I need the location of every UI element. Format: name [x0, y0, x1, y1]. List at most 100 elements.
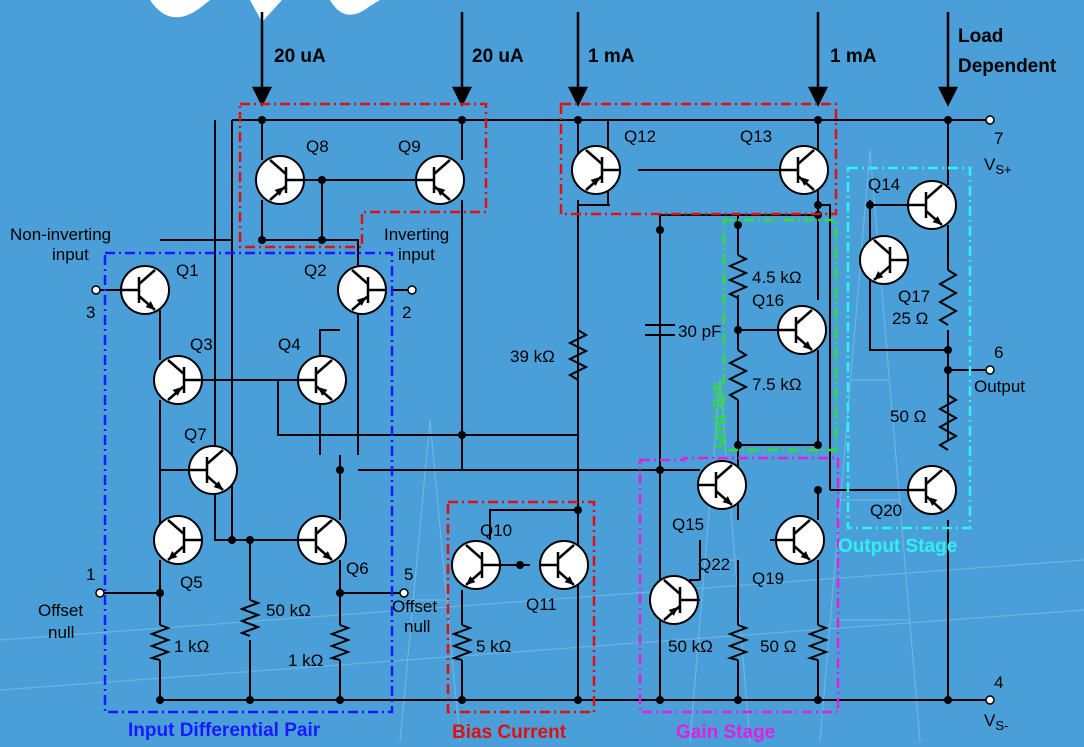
- component-labels: 39 kΩ 30 pF 4.5 kΩ 7.5 kΩ 25 Ω 50 Ω 50 k…: [174, 268, 928, 670]
- current-label-4: 1 mA: [830, 46, 877, 67]
- transistor-q3: [153, 355, 203, 405]
- resistor-25: [937, 269, 959, 326]
- label-q11: Q11: [526, 595, 557, 614]
- resistor-7-5k: [727, 349, 749, 401]
- label-4-5k: 4.5 kΩ: [752, 268, 802, 287]
- label-q9: Q9: [398, 137, 421, 156]
- offset5-label-1: Offset: [392, 597, 437, 616]
- resistor-50k-in: [239, 599, 261, 637]
- label-q13: Q13: [740, 127, 772, 146]
- mirror-outline-top-right: [559, 102, 838, 216]
- transistor-q2: [337, 265, 387, 315]
- current-label-1: 20 uA: [274, 46, 326, 67]
- input-pair-outline: [103, 251, 394, 714]
- label-25: 25 Ω: [892, 309, 928, 328]
- output-stage-title: Output Stage: [838, 536, 957, 557]
- inv-label-1: Inverting: [384, 225, 449, 244]
- label-q10: Q10: [480, 521, 512, 540]
- transistor-q10: [451, 540, 501, 590]
- noninv-label-1: Non-inverting: [10, 225, 111, 244]
- transistor-q7: [188, 445, 238, 495]
- label-50k-in: 50 kΩ: [266, 601, 311, 620]
- label-50-out: 50 Ω: [890, 407, 926, 426]
- pins: [91, 115, 995, 705]
- label-5k: 5 kΩ: [476, 637, 511, 656]
- resistor-50k-gain: [726, 624, 749, 661]
- capacitor-30pf: [645, 215, 675, 470]
- transistor-q5: [153, 515, 203, 565]
- transistor-q14: [907, 180, 957, 230]
- cropped-title-fragment: [150, 0, 380, 22]
- label-7-5k: 7.5 kΩ: [752, 375, 802, 394]
- current-label-3: 1 mA: [588, 46, 635, 67]
- current-label-2: 20 uA: [472, 46, 524, 67]
- label-30pf: 30 pF: [678, 322, 721, 341]
- transistor-q15: [697, 460, 747, 510]
- label-q2: Q2: [304, 261, 327, 280]
- mirror-outline-top-left: [238, 102, 488, 249]
- transistor-q19: [775, 515, 825, 565]
- label-50k-gain: 50 kΩ: [668, 637, 713, 656]
- label-q16: Q16: [752, 291, 784, 310]
- offset1-label-1: Offset: [38, 601, 83, 620]
- pin-5-terminal: [399, 588, 409, 598]
- label-q8: Q8: [306, 137, 329, 156]
- label-1k-b: 1 kΩ: [288, 651, 323, 670]
- pin-1-terminal: [95, 588, 105, 598]
- offset1-label-2: null: [48, 623, 74, 642]
- background-pylons: [0, 149, 1084, 743]
- resistors: [148, 215, 959, 661]
- transistor-q11: [539, 540, 589, 590]
- transistor-q1: [120, 265, 170, 315]
- resistor-5k: [450, 624, 473, 661]
- label-q4: Q4: [278, 335, 301, 354]
- label-q6: Q6: [346, 559, 369, 578]
- transistor-q12: [571, 145, 621, 195]
- label-q14: Q14: [868, 175, 900, 194]
- bias-title: Bias Current: [452, 722, 567, 742]
- pin-2-label: 2: [402, 303, 411, 322]
- pin-labels: Non-inverting input 3 Inverting input 2 …: [10, 129, 1025, 733]
- pin-2-terminal: [407, 285, 417, 295]
- label-50-gain: 50 Ω: [760, 637, 796, 656]
- pin-3-label: 3: [86, 303, 95, 322]
- pin-5-label: 5: [404, 565, 413, 584]
- vsplus-label: VS+: [984, 155, 1012, 177]
- pin-6-terminal: [985, 365, 995, 375]
- pin-3-terminal: [91, 285, 101, 295]
- gain-title: Gain Stage: [676, 722, 775, 742]
- current-arrows: [251, 12, 959, 107]
- pin-4-label: 4: [994, 673, 1003, 692]
- transistor-labels: Q1 Q2 Q3 Q4 Q5 Q6 Q7 Q8 Q9 Q10 Q11 Q12 Q…: [176, 127, 930, 614]
- resistor-50-out: [937, 394, 959, 451]
- block-labels: Input Differential Pair Bias Current Gai…: [128, 382, 957, 743]
- label-q3: Q3: [190, 335, 213, 354]
- level-shift-title: Level Shift: [710, 382, 725, 448]
- output-outline: [846, 166, 972, 530]
- pin-7-terminal: [985, 115, 995, 125]
- label-q20: Q20: [870, 501, 902, 520]
- transistor-q16: [777, 305, 827, 355]
- label-q5: Q5: [180, 573, 203, 592]
- input-pair-title: Input Differential Pair: [128, 720, 321, 741]
- block-outlines: [103, 102, 972, 714]
- transistor-q8: [255, 155, 305, 205]
- label-q7: Q7: [184, 425, 207, 444]
- inv-label-2: input: [398, 245, 435, 264]
- gain-outline: [638, 456, 840, 714]
- resistor-4-5k: [727, 254, 749, 299]
- resistor-1k-b: [328, 624, 351, 661]
- label-q19: Q19: [752, 569, 784, 588]
- resistor-50-gain: [806, 624, 829, 661]
- label-q1: Q1: [176, 261, 199, 280]
- noninv-label-2: input: [52, 245, 89, 264]
- label-q17: Q17: [898, 287, 930, 306]
- current-label-5a: Load: [958, 26, 1003, 47]
- vsminus-label: VS-: [984, 711, 1008, 733]
- transistor-q22: [649, 575, 699, 625]
- pin-1-label: 1: [86, 565, 95, 584]
- level-shift-outline: [722, 218, 838, 452]
- resistor-39k: [567, 329, 589, 381]
